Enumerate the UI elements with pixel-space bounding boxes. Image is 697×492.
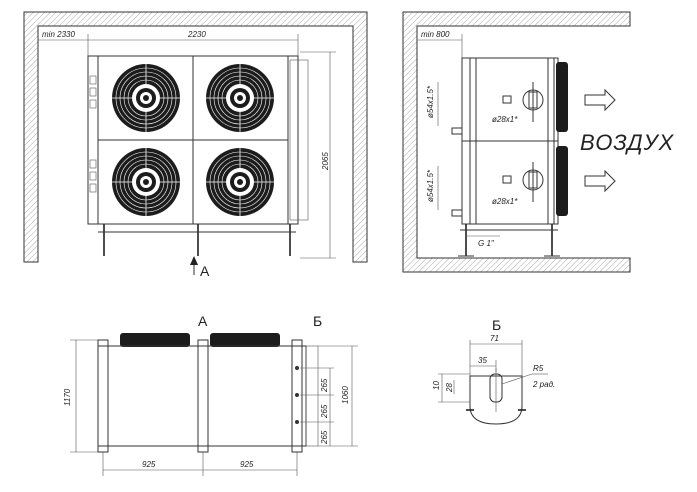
front-left-ports (89, 75, 97, 193)
view-a-row-2: 265 (320, 404, 329, 419)
detail-b-holes: 2 рад. (532, 380, 555, 389)
side-fitting-top (502, 82, 544, 122)
air-arrow-bottom (584, 169, 616, 193)
air-label: ВОЗДУХ (580, 130, 675, 155)
fan-bottom-left (111, 147, 181, 217)
fan-bottom-right (205, 147, 275, 217)
side-fitting-bottom-label: ø28x1* (492, 197, 518, 206)
view-a-spacing-2: 925 (240, 460, 254, 469)
side-wall-hatch (402, 11, 631, 273)
side-pipe-bottom-label: ø54x1.5* (426, 169, 435, 202)
fan-top-right (205, 63, 275, 133)
view-a-height-total: 1170 (63, 388, 72, 406)
view-a-marker: Б (313, 313, 322, 329)
front-min-clearance: min 2330 (42, 30, 75, 39)
detail-b-offset: 10 (432, 381, 441, 390)
detail-b-slot-height: 28 (445, 383, 454, 393)
detail-b-center: 35 (478, 356, 487, 365)
fan-top-left (111, 63, 181, 133)
view-a-height-inner: 1060 (341, 386, 350, 404)
side-min-clearance: min 800 (421, 30, 450, 39)
side-fitting-bottom (502, 162, 544, 202)
wall-hatch (23, 11, 368, 263)
side-pipe-top-label: ø54x1.5* (426, 85, 435, 118)
front-view-marker: A (200, 263, 210, 279)
side-view: min 800 ø28x1* ø28x1* ø54x1.5* ø54x1.5* (402, 11, 675, 273)
detail-b-radius: R5 (533, 364, 544, 373)
side-drain-label: G 1" (478, 239, 495, 248)
front-height-dim: 2065 (321, 152, 330, 171)
view-a-row-3: 265 (320, 430, 329, 445)
front-width-dim: 2230 (187, 30, 206, 39)
detail-b-title: Б (492, 317, 501, 333)
view-a-row-1: 265 (320, 378, 329, 393)
detail-b: Б 71 35 10 28 R5 2 рад. (432, 317, 555, 425)
view-a: А Б 1170 1060 265 265 265 (63, 313, 358, 476)
front-view: min 2330 2230 2065 (23, 11, 368, 279)
view-a-spacing-1: 925 (142, 460, 156, 469)
detail-b-width: 71 (490, 334, 499, 343)
air-arrow-top (584, 88, 616, 112)
view-a-title: А (198, 313, 208, 329)
side-fitting-top-label: ø28x1* (492, 115, 518, 124)
